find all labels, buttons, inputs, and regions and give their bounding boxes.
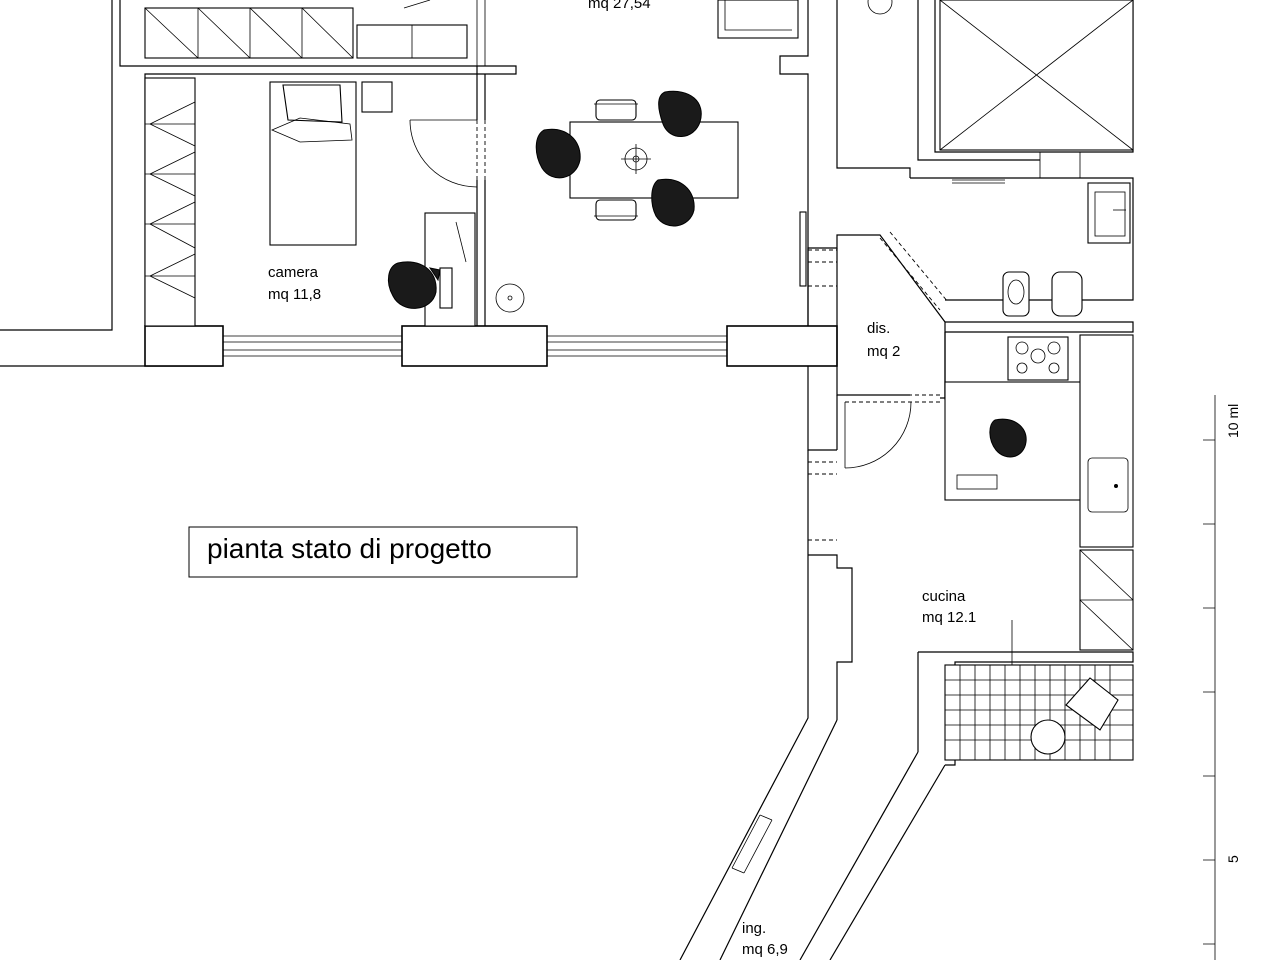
scale-label-5: 5 <box>1225 855 1241 863</box>
room-name-camera: camera <box>268 264 319 281</box>
walls <box>0 0 1134 960</box>
plan-title: pianta stato di progetto <box>207 533 492 564</box>
plan-title-box: pianta stato di progetto <box>188 526 578 578</box>
room-area-soggiorno: mq 27,54 <box>588 0 651 12</box>
room-area-cucina: mq 12.1 <box>922 609 976 626</box>
living-furniture <box>495 0 893 313</box>
room-area-disimpegno: mq 2 <box>867 343 900 360</box>
bedroom-furniture <box>144 0 476 327</box>
scale-bar: 10 ml 5 <box>1203 395 1241 960</box>
room-name-ingresso: ing. <box>742 920 766 937</box>
room-name-disimpegno: dis. <box>867 320 890 337</box>
room-name-cucina: cucina <box>922 588 966 605</box>
stove-burners <box>1015 341 1061 374</box>
room-area-camera: mq 11,8 <box>268 286 321 303</box>
room-labels: mq 27,54 camera mq 11,8 dis. mq 2 cucina… <box>268 0 976 958</box>
scale-label-10: 10 ml <box>1225 404 1241 438</box>
kitchen-fixtures <box>944 334 1134 761</box>
bathroom-fixtures <box>939 0 1134 317</box>
room-area-ingresso: mq 6,9 <box>742 941 788 958</box>
